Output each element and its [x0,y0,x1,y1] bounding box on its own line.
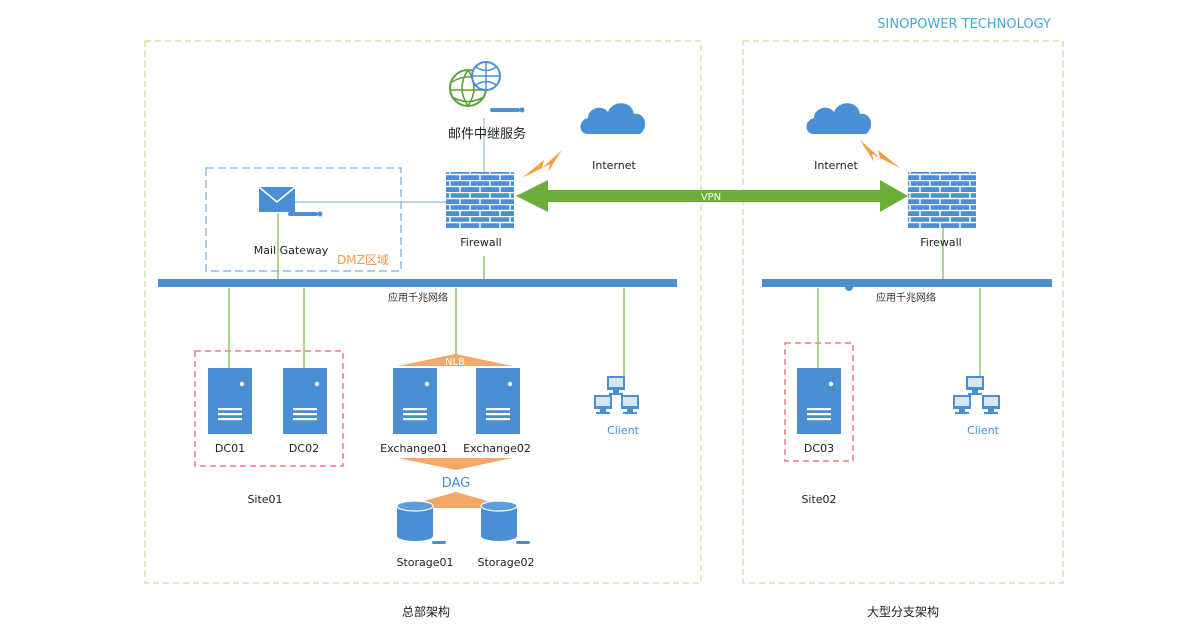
vpn-arrow [516,180,908,212]
hq-internet-label: Internet [592,159,636,172]
storage01-icon [396,500,434,542]
branch-bar-port [845,283,853,291]
branch-lightning-icon [860,140,900,168]
branch-firewall-label: Firewall [920,236,961,249]
branch-firewall-icon [908,172,976,228]
hq-links [228,213,625,380]
relay-globe-icon [449,61,525,113]
dc02-label: DC02 [289,442,319,455]
branch-network-bar [762,279,1052,287]
exchange01-label: Exchange01 [380,442,448,455]
site02-box [784,342,854,462]
dc01-label: DC01 [215,442,245,455]
vpn-label: VPN [701,192,721,203]
site01-label: Site01 [247,493,282,506]
dag-top-shape [398,458,512,470]
site02-label: Site02 [801,493,836,506]
hq-caption: 总部架构 [402,604,450,619]
hq-network-bar [158,279,677,287]
hq-client-label: Client [607,424,640,437]
nlb-label: NLB [445,357,465,368]
exchange01-server-icon [393,368,437,434]
storage02-label: Storage02 [477,556,534,569]
brand-label: SINOPOWER TECHNOLOGY [877,17,1051,32]
branch-caption: 大型分支架构 [867,604,939,619]
site01-box [194,350,344,467]
branch-zone [742,40,1064,584]
branch-client-label: Client [967,424,1000,437]
exchange02-server-icon [476,368,520,434]
mail-gateway-icon [258,186,323,217]
dc01-server-icon [208,368,252,434]
relay-label: 邮件中继服务 [448,126,526,142]
branch-internet-label: Internet [814,159,858,172]
exchange02-label: Exchange02 [463,442,531,455]
dmz-zone [205,167,402,272]
dag-label: DAG [442,476,471,491]
branch-client-icon [953,376,1000,414]
mail-gateway-label: Mail Gateway [254,244,329,257]
branch-links [817,228,981,380]
hq-cloud-icon [580,103,646,134]
dmz-label: DMZ区域 [337,253,389,267]
branch-network-label: 应用千兆网络 [876,291,936,304]
hq-client-icon [594,376,639,414]
hq-firewall-label: Firewall [460,236,501,249]
dc02-server-icon [283,368,327,434]
hq-lightning-icon [522,150,562,178]
hq-firewall-icon [446,172,514,228]
storage02-icon [480,500,518,542]
storage01-label: Storage01 [396,556,453,569]
dc03-server-icon [797,368,841,434]
branch-cloud-icon [806,103,872,134]
dc03-label: DC03 [804,442,834,455]
hq-network-label: 应用千兆网络 [388,291,448,304]
hq-zone [144,40,702,584]
